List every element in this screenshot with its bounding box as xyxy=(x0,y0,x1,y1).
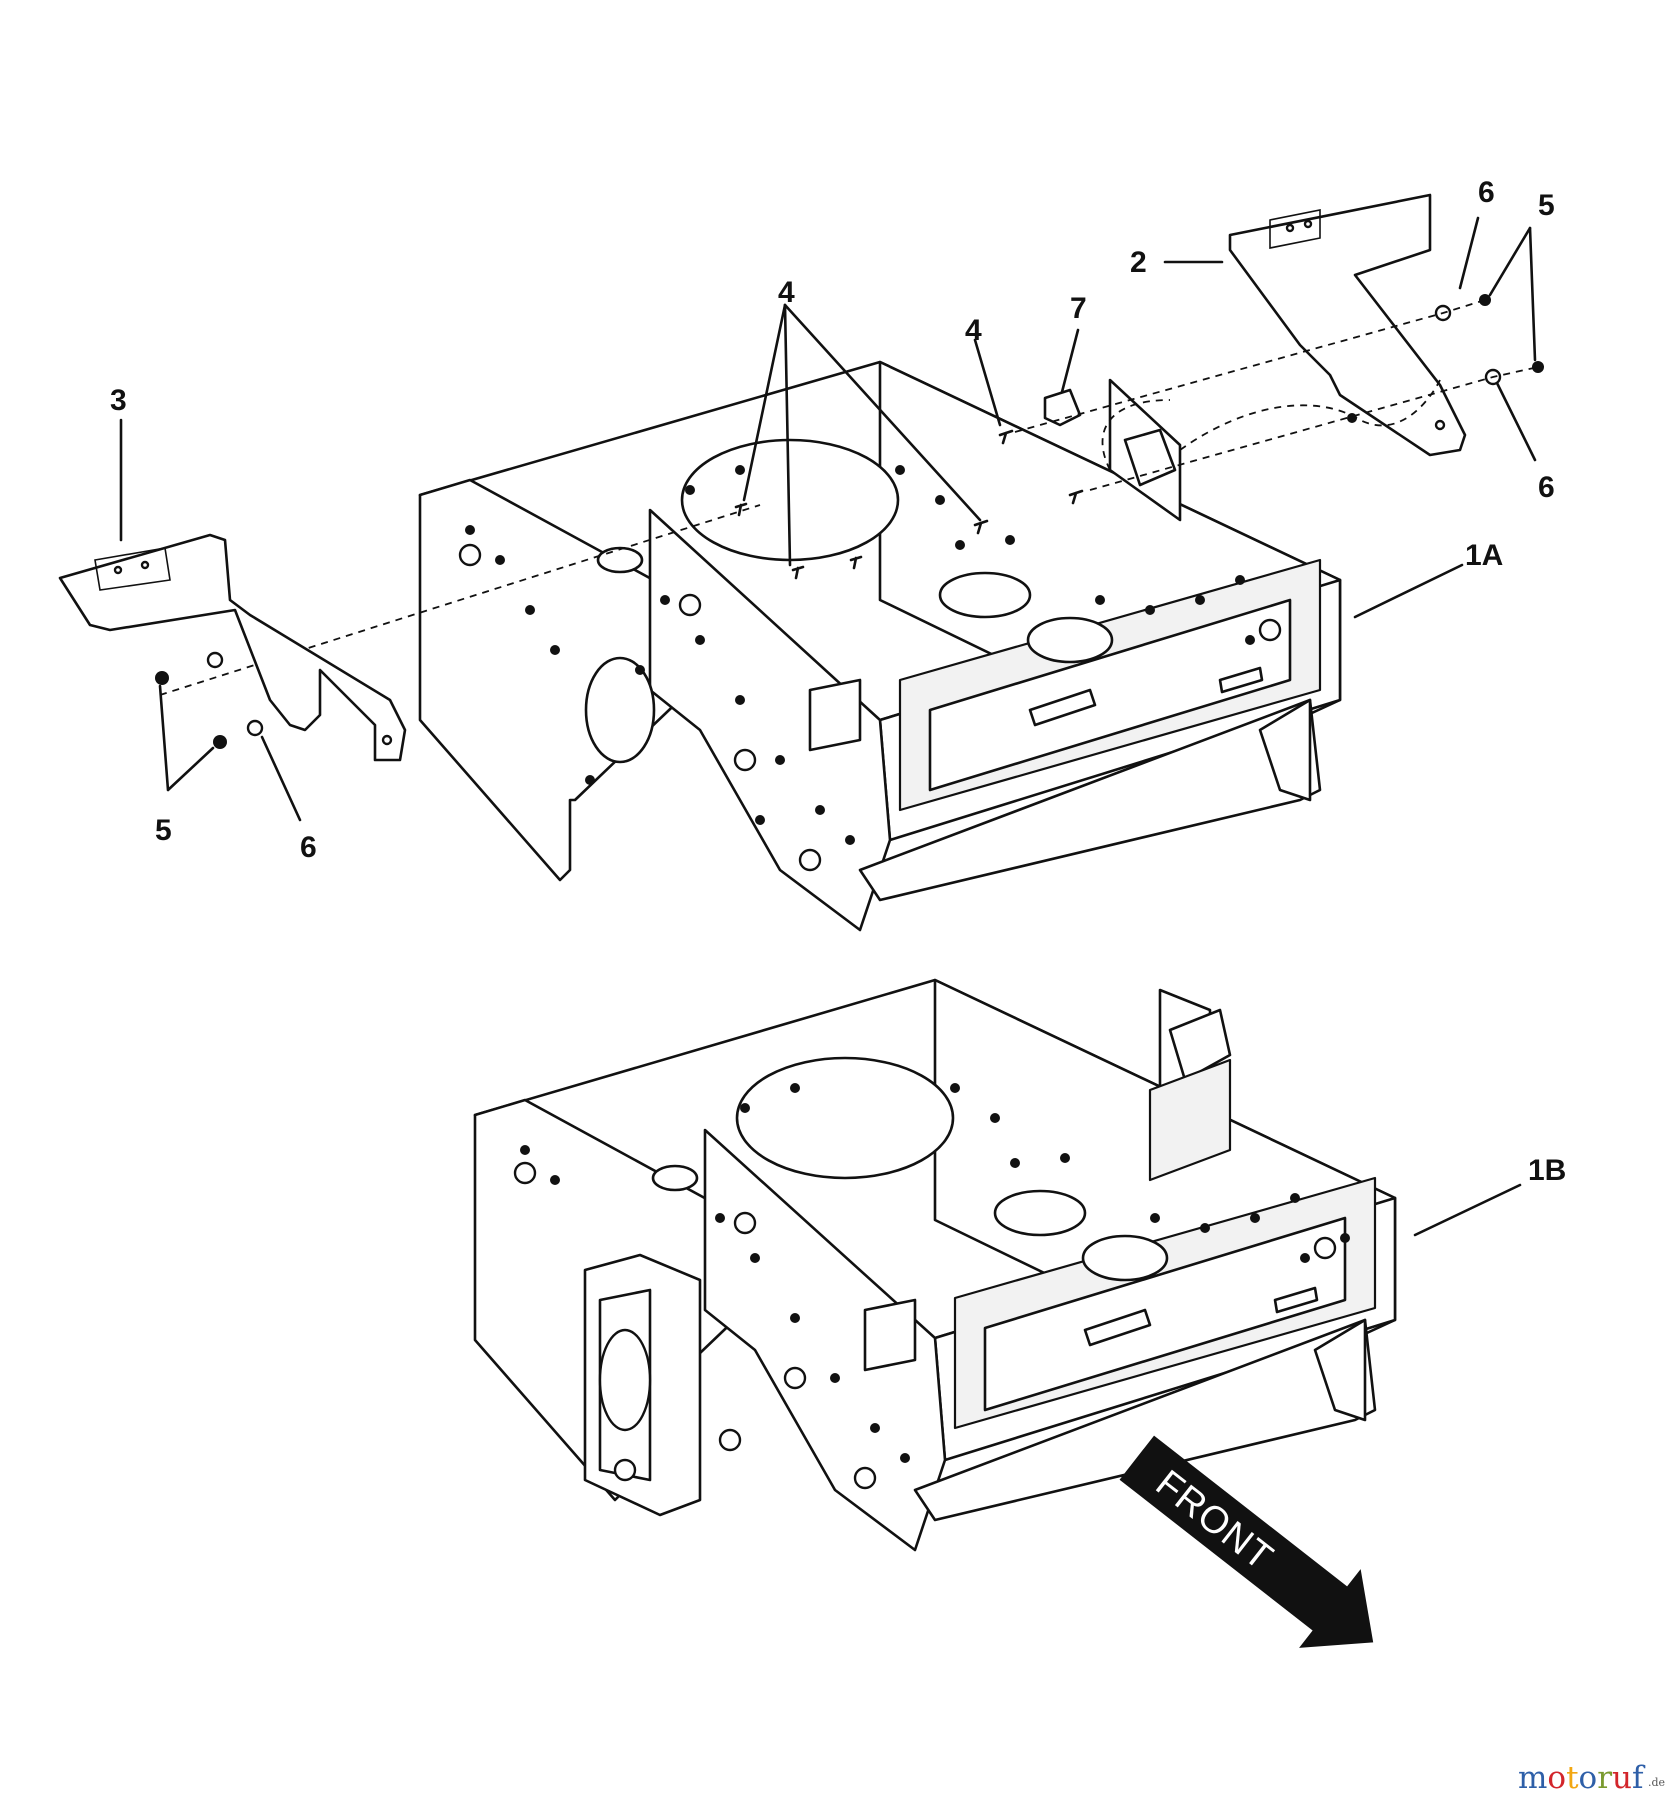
svg-text:motoruf: motoruf xyxy=(1518,1760,1646,1796)
arrow-shape xyxy=(1119,1435,1374,1648)
callout-3: 3 xyxy=(110,384,127,417)
bracket-3 xyxy=(58,533,407,762)
front-direction-arrow: FRONT xyxy=(1119,1435,1374,1648)
callout-6-top: 6 xyxy=(1478,176,1495,209)
wm-letter-m: m xyxy=(1518,1760,1547,1796)
watermark-logo: motoruf .de xyxy=(1518,1760,1665,1796)
callout-7: 7 xyxy=(1070,292,1087,325)
switch-box xyxy=(1108,378,1182,522)
hardware-upper-right xyxy=(1434,294,1544,386)
callout-2: 2 xyxy=(1130,246,1147,279)
clamp-7 xyxy=(1043,388,1082,427)
wm-letter-o2: o xyxy=(1579,1760,1598,1796)
wm-tld: .de xyxy=(1648,1776,1665,1789)
frame-1a xyxy=(418,360,1342,932)
wm-letter-u: u xyxy=(1612,1760,1632,1796)
wm-letter-t: t xyxy=(1566,1760,1579,1796)
callout-5-left: 5 xyxy=(155,814,172,847)
wm-letter-o: o xyxy=(1547,1760,1566,1796)
callout-6-right: 6 xyxy=(1538,471,1555,504)
callout-4-single: 4 xyxy=(965,314,982,347)
wm-letter-f: f xyxy=(1632,1760,1646,1796)
callout-4-group: 4 xyxy=(778,276,795,309)
bolts-4 xyxy=(734,429,1084,580)
callout-labels: 6 5 2 4 7 4 3 6 1A 5 6 1B xyxy=(110,176,1566,1187)
wm-letter-r: r xyxy=(1597,1760,1612,1796)
bracket-2 xyxy=(1228,193,1467,457)
callout-1b: 1B xyxy=(1528,1154,1566,1187)
hardware-left xyxy=(155,651,264,749)
leader-lines xyxy=(119,216,1537,1237)
frame-1b xyxy=(473,978,1397,1552)
callout-6-left: 6 xyxy=(300,831,317,864)
callout-5-top: 5 xyxy=(1538,189,1555,222)
callout-1a: 1A xyxy=(1465,539,1503,572)
